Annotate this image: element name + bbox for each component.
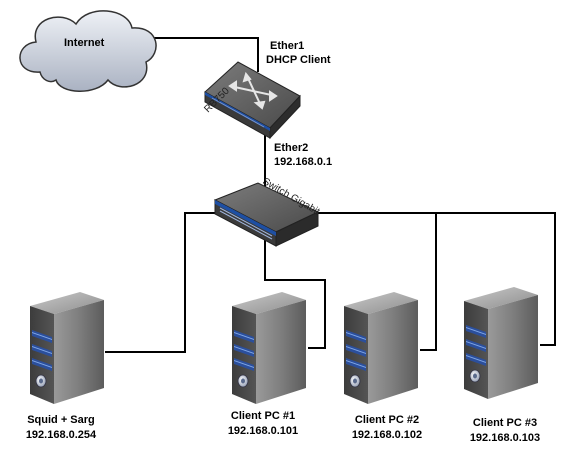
- server-client3-name: Client PC #3: [472, 417, 538, 429]
- router-wan-port-label: Ether1: [270, 40, 305, 52]
- server-squid-icon: [29, 291, 105, 405]
- cable-switch-client1: [264, 225, 326, 349]
- server-squid-ip: 192.168.0.254: [25, 429, 97, 441]
- router-lan-port-label: Ether2: [274, 142, 309, 154]
- server-client1-ip: 192.168.0.101: [227, 425, 299, 437]
- internet-label: Internet: [64, 37, 105, 49]
- server-squid-name: Squid + Sarg: [27, 414, 95, 426]
- router-lan-ip-label: 192.168.0.1: [274, 156, 333, 168]
- cable-internet-router: [140, 37, 259, 72]
- router-icon: [204, 61, 301, 140]
- server-client3-icon: [463, 286, 539, 400]
- server-client2-icon: [343, 291, 419, 405]
- server-client3-ip: 192.168.0.103: [469, 432, 541, 444]
- cables: [105, 37, 556, 353]
- router-wan-mode-label: DHCP Client: [266, 54, 331, 66]
- server-client1-name: Client PC #1: [230, 410, 296, 422]
- cloud-icon: [19, 10, 157, 92]
- server-client1-icon: [231, 291, 307, 405]
- switch-icon: [213, 182, 320, 247]
- server-client2-name: Client PC #2: [354, 414, 420, 426]
- cable-switch-client3: [310, 212, 556, 346]
- server-client2-ip: 192.168.0.102: [351, 429, 423, 441]
- cable-switch-squid: [105, 212, 235, 353]
